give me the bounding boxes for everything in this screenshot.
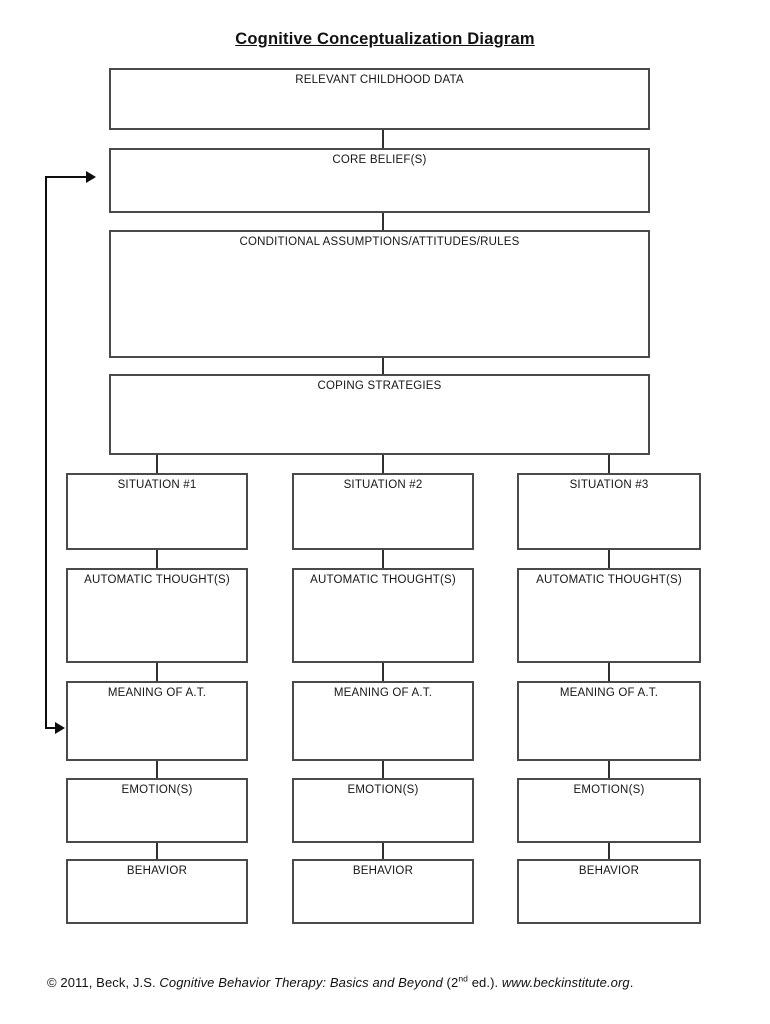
connector-coping-situation-1 — [156, 455, 158, 473]
box-situation-3-label: SITUATION #3 — [569, 479, 649, 491]
feedback-arrow-top-segment — [45, 176, 87, 178]
page-title: Cognitive Conceptualization Diagram — [235, 30, 535, 48]
connector-coping-situation-3 — [608, 455, 610, 473]
box-meaning-of-at-2: MEANING OF A.T. — [292, 681, 474, 761]
box-conditional-assumptions-label: CONDITIONAL ASSUMPTIONS/ATTITUDES/RULES — [239, 236, 520, 248]
connector-meaning-emotion-2 — [382, 761, 384, 778]
box-situation-1-label: SITUATION #1 — [117, 479, 197, 491]
box-behavior-2-label: BEHAVIOR — [352, 865, 414, 877]
connector-situation-at-2 — [382, 550, 384, 568]
box-automatic-thoughts-2-label: AUTOMATIC THOUGHT(S) — [310, 574, 456, 586]
connector-meaning-emotion-1 — [156, 761, 158, 778]
box-emotions-3: EMOTION(S) — [517, 778, 701, 843]
connector-core-assumptions — [382, 213, 384, 230]
connector-at-meaning-3 — [608, 663, 610, 681]
box-behavior-3: BEHAVIOR — [517, 859, 701, 924]
box-situation-2-label: SITUATION #2 — [343, 479, 423, 491]
box-situation-2: SITUATION #2 — [292, 473, 474, 550]
citation-suffix: . — [629, 975, 634, 990]
box-meaning-of-at-2-label: MEANING OF A.T. — [333, 687, 433, 699]
box-automatic-thoughts-1-label: AUTOMATIC THOUGHT(S) — [84, 574, 230, 586]
feedback-arrowhead-meaning-icon — [55, 722, 65, 734]
box-situation-3: SITUATION #3 — [517, 473, 701, 550]
box-automatic-thoughts-3: AUTOMATIC THOUGHT(S) — [517, 568, 701, 663]
box-automatic-thoughts-1: AUTOMATIC THOUGHT(S) — [66, 568, 248, 663]
box-emotions-1-label: EMOTION(S) — [121, 784, 193, 796]
box-conditional-assumptions: CONDITIONAL ASSUMPTIONS/ATTITUDES/RULES — [109, 230, 650, 358]
box-automatic-thoughts-2: AUTOMATIC THOUGHT(S) — [292, 568, 474, 663]
connector-assumptions-coping — [382, 358, 384, 374]
box-meaning-of-at-3: MEANING OF A.T. — [517, 681, 701, 761]
connector-situation-at-1 — [156, 550, 158, 568]
box-core-beliefs-label: CORE BELIEF(S) — [332, 154, 427, 166]
connector-childhood-core — [382, 130, 384, 148]
box-emotions-1: EMOTION(S) — [66, 778, 248, 843]
box-relevant-childhood-data-label: RELEVANT CHILDHOOD DATA — [295, 74, 464, 86]
box-behavior-1-label: BEHAVIOR — [126, 865, 188, 877]
connector-emotion-behavior-2 — [382, 843, 384, 859]
box-meaning-of-at-1: MEANING OF A.T. — [66, 681, 248, 761]
box-behavior-2: BEHAVIOR — [292, 859, 474, 924]
citation-footer: © 2011, Beck, J.S. Cognitive Behavior Th… — [47, 973, 747, 990]
connector-at-meaning-1 — [156, 663, 158, 681]
citation-edition-pre: (2 — [442, 975, 459, 990]
box-coping-strategies: COPING STRATEGIES — [109, 374, 650, 455]
box-coping-strategies-label: COPING STRATEGIES — [317, 380, 442, 392]
box-emotions-3-label: EMOTION(S) — [573, 784, 645, 796]
citation-website: www.beckinstitute.org — [501, 975, 630, 990]
box-relevant-childhood-data: RELEVANT CHILDHOOD DATA — [109, 68, 650, 130]
box-meaning-of-at-3-label: MEANING OF A.T. — [559, 687, 659, 699]
citation-edition-sup: nd — [458, 973, 468, 984]
feedback-arrow-vertical-segment — [45, 176, 47, 729]
citation-edition-post: ed.). — [467, 975, 502, 990]
box-emotions-2: EMOTION(S) — [292, 778, 474, 843]
box-core-beliefs: CORE BELIEF(S) — [109, 148, 650, 213]
box-automatic-thoughts-3-label: AUTOMATIC THOUGHT(S) — [536, 574, 682, 586]
feedback-arrowhead-core-belief-icon — [86, 171, 96, 183]
connector-coping-situation-2 — [382, 455, 384, 473]
box-emotions-2-label: EMOTION(S) — [347, 784, 419, 796]
box-situation-1: SITUATION #1 — [66, 473, 248, 550]
connector-at-meaning-2 — [382, 663, 384, 681]
box-behavior-1: BEHAVIOR — [66, 859, 248, 924]
connector-meaning-emotion-3 — [608, 761, 610, 778]
connector-emotion-behavior-1 — [156, 843, 158, 859]
citation-book-title: Cognitive Behavior Therapy: Basics and B… — [159, 975, 443, 990]
citation-prefix: © 2011, Beck, J.S. — [47, 975, 160, 990]
connector-emotion-behavior-3 — [608, 843, 610, 859]
feedback-arrow-bottom-segment — [45, 727, 56, 729]
connector-situation-at-3 — [608, 550, 610, 568]
box-meaning-of-at-1-label: MEANING OF A.T. — [107, 687, 207, 699]
box-behavior-3-label: BEHAVIOR — [578, 865, 640, 877]
